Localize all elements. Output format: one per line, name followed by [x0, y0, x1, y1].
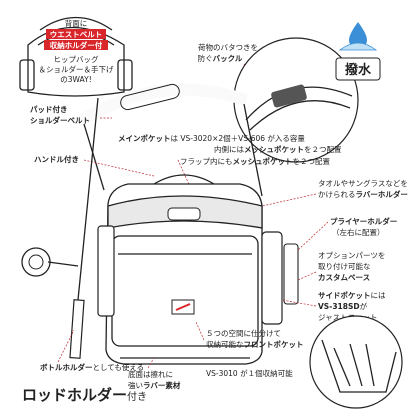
front-pocket-line2: 収納可能なフロントポケット — [206, 339, 304, 349]
plier-holder-line1: プライヤーホルダー — [330, 216, 397, 226]
main-pocket-line1: メインポケットは VS-3020×2個＋VS-606 が入る容量 — [118, 133, 305, 143]
rod-holder-graphic — [97, 225, 115, 317]
side-pocket-line2: VS-318SDが — [318, 301, 368, 311]
custom-base-line1: オプションパーツを — [318, 251, 385, 260]
side-pocket-graphic — [261, 231, 283, 325]
rod-holder-title: ロッドホルダー付き — [22, 386, 147, 404]
flap-zipper-pull — [167, 207, 201, 221]
shoulder-pad — [120, 83, 180, 111]
waterproof-badge — [335, 57, 381, 81]
waist-callout-line2: ウエストベルト — [50, 30, 103, 39]
custom-base-line2: 取り付け可能な — [318, 261, 371, 271]
front-pocket-line1: ５つの空間に仕分けて — [206, 328, 281, 338]
buckle-callout-line2: 防ぐバックル — [198, 53, 243, 63]
bottom-callout-line2: 強いラバー素材 — [128, 380, 181, 390]
handle-callout-label: ハンドル付き — [34, 154, 79, 164]
bottle-callout: ボトルホルダーとしても使える — [40, 362, 144, 372]
waist-callout-line3: 収納ホルダー付 — [50, 40, 103, 50]
umbrella-icon — [338, 42, 378, 51]
fishing-rod — [21, 97, 99, 359]
side-pocket-line1: サイドポケットには — [318, 290, 386, 300]
rubber-holder-line1: タオルやサングラスなどを — [318, 178, 408, 188]
reel-graphic — [21, 247, 51, 277]
shoulder-callout-line1: パッド付き — [30, 104, 68, 114]
buckle-graphic — [271, 84, 307, 108]
waterproof-label: 撥水 — [345, 62, 372, 78]
pocket-interior-circle — [309, 315, 403, 409]
shoulder-strap — [78, 83, 248, 126]
bottom-callout-line1: 底面は擦れに — [128, 369, 173, 379]
plier-holder-line2: （左右に配置） — [332, 227, 385, 237]
waist-callout-highlight-2 — [44, 40, 108, 50]
plier-holder-graphic — [283, 243, 299, 305]
water-drop-icon — [338, 22, 378, 51]
buckle-callout-line1: 荷物のバタつきを — [198, 42, 258, 52]
main-pocket-line2: 内側にはメッシュポケットを２つ配置 — [214, 144, 342, 154]
waist-callout-line4: ヒップバッグ — [54, 54, 99, 64]
front-pocket-note: VS-3010 が１個収納可能 — [206, 368, 293, 378]
rubber-holder-line2: かけられるラバーホルダー — [318, 189, 408, 199]
waist-callout-line5: ＆ショルダー＆手下げ — [39, 64, 114, 74]
custom-base-line3: カスタムベース — [318, 272, 370, 282]
waist-callout-highlight — [46, 29, 106, 39]
bag-body — [97, 174, 299, 365]
main-pocket-line3: フラップ内にもメッシュポケットを２つ配置 — [180, 156, 330, 166]
waist-callout-line1: 背面に — [65, 18, 88, 28]
shoulder-callout-line2: ショルダーベルト — [30, 115, 90, 125]
waist-callout-line6: の3WAY! — [60, 75, 91, 84]
